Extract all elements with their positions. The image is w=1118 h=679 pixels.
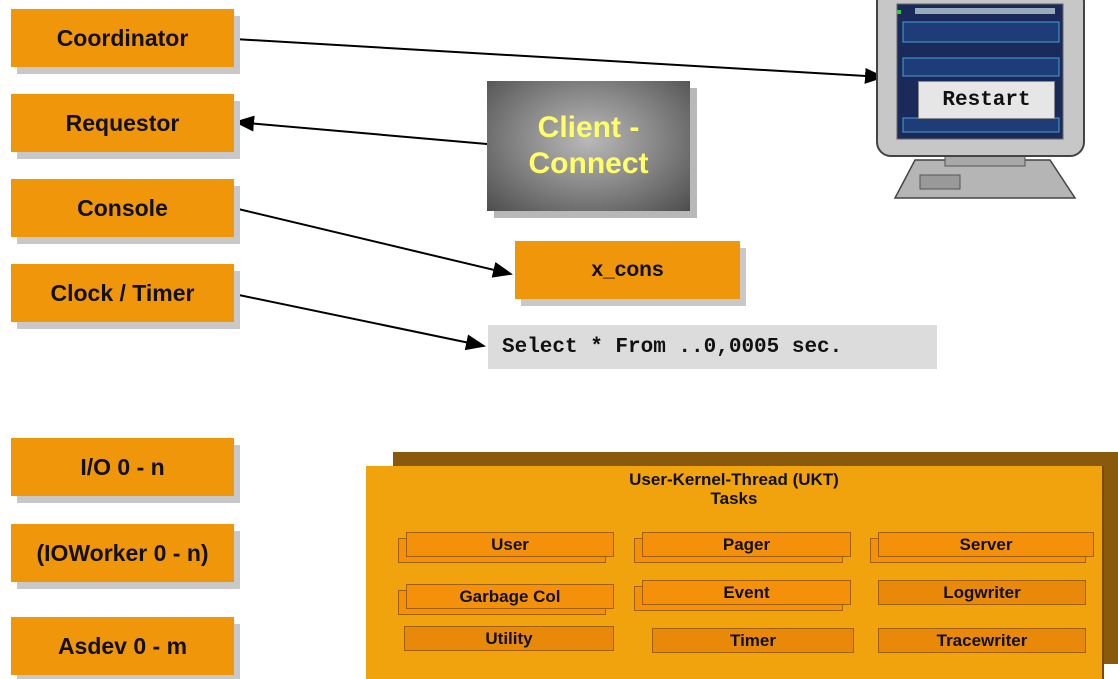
coordinator-label: Coordinator (56, 24, 189, 51)
restart-button[interactable]: Restart (918, 81, 1055, 119)
ioworker-box: (IOWorker 0 - n) (11, 524, 234, 582)
task-utility: Utility (404, 626, 614, 651)
task-tracewriter: Tracewriter (878, 628, 1086, 653)
asdev-label: Asdev 0 - m (57, 632, 188, 659)
arrow-console-xcons (233, 207, 513, 278)
requestor-box: Requestor (11, 94, 234, 152)
xcons-box: x_cons (515, 241, 740, 299)
task-pager-label: Pager (722, 534, 771, 554)
task-event-label: Event (723, 582, 770, 602)
console-label: Console (77, 194, 168, 221)
task-user: User (406, 532, 614, 557)
ukt-shadow-top (393, 452, 1118, 466)
restart-label: Restart (942, 88, 1031, 112)
io-label: I/O 0 - n (80, 453, 165, 480)
arrow-client-requestor (234, 115, 488, 145)
task-garbage-col: Garbage Col (406, 584, 614, 609)
task-logwriter-label: Logwriter (943, 582, 1021, 602)
xcons-label: x_cons (591, 258, 664, 281)
task-garbage-col-label: Garbage Col (459, 586, 561, 606)
requestor-label: Requestor (65, 109, 180, 136)
io-box: I/O 0 - n (11, 438, 234, 496)
task-user-label: User (491, 534, 529, 554)
ukt-subtitle: Tasks (710, 489, 758, 508)
task-timer-label: Timer (730, 630, 776, 650)
ioworker-label: (IOWorker 0 - n) (36, 539, 209, 566)
clock-timer-label: Clock / Timer (50, 279, 195, 306)
sql-timing-box: Select * From ..0,0005 sec. (488, 325, 937, 369)
task-server-label: Server (959, 534, 1013, 554)
client-line2: Connect (528, 147, 649, 180)
client-line1: Client - (537, 111, 640, 144)
task-pager: Pager (642, 532, 851, 557)
ukt-panel: User-Kernel-Thread (UKT) Tasks User Page… (366, 466, 1104, 679)
task-utility-label: Utility (485, 628, 533, 648)
console-box: Console (11, 179, 234, 237)
task-timer: Timer (652, 628, 854, 653)
arrow-coordinator-monitor (233, 38, 885, 84)
sql-timing-text: Select * From ..0,0005 sec. (502, 335, 843, 359)
task-logwriter: Logwriter (878, 580, 1086, 605)
asdev-box: Asdev 0 - m (11, 617, 234, 675)
arrow-clock-sql (233, 293, 486, 351)
ukt-shadow-right (1104, 452, 1118, 664)
clock-timer-box: Clock / Timer (11, 264, 234, 322)
task-event: Event (642, 580, 851, 605)
coordinator-box: Coordinator (11, 9, 234, 67)
task-server: Server (878, 532, 1094, 557)
client-connect-box: Client - Connect (487, 81, 690, 211)
task-tracewriter-label: Tracewriter (936, 630, 1028, 650)
ukt-title: User-Kernel-Thread (UKT) (629, 470, 839, 489)
